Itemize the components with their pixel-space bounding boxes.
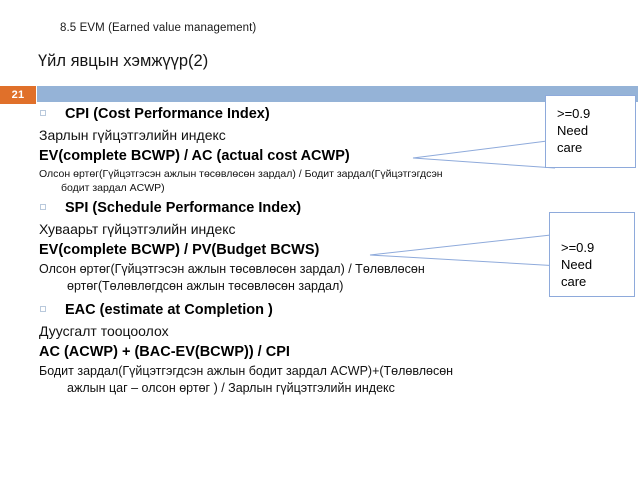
page-title: Үйл явцын хэмжүүр(2) <box>38 52 209 70</box>
note-line-1: Олсон өртөг(Гүйцэтгэсэн ажлын төсөвлөсөн… <box>39 168 443 180</box>
section-heading-label: CPI (Cost Performance Index) <box>65 106 270 122</box>
square-bullet-icon <box>40 306 46 312</box>
section-gloss-spi: Хуваарьт гүйцэтгэлийн индекс <box>39 221 236 237</box>
callout-line-2: Need <box>561 257 593 272</box>
section-note-spi: Олсон өртөг(Гүйцэтгэсэн ажлын төсөвлөсөн… <box>36 261 539 295</box>
callout-line-3: care <box>561 274 587 289</box>
callout-line-1: >=0.9 <box>557 106 591 121</box>
note-line-1: Бодит зардал(Гүйцэтгэгдсэн ажлын бодит з… <box>39 364 454 378</box>
section-note-eac: Бодит зардал(Гүйцэтгэгдсэн ажлын бодит з… <box>36 363 539 397</box>
callout-box-cpi-threshold: >=0.9 Need care <box>545 95 636 168</box>
note-line-1: Олсон өртөг(Гүйцэтгэсэн ажлын төсөвлөсөн… <box>39 262 425 276</box>
square-bullet-icon <box>40 204 46 210</box>
note-line-2: өртөг(Төлөвлөгдсөн ажлын төсөвлөсөн зард… <box>67 279 344 293</box>
slide-number-badge: 21 <box>0 86 36 104</box>
section-gloss-cpi: Зарлын гүйцэтгэлийн индекс <box>39 127 226 143</box>
section-formula-spi: EV(complete BCWP) / PV(Budget BCWS) <box>39 242 320 258</box>
slide-kicker: 8.5 EVM (Earned value management) <box>60 22 257 34</box>
section-formula-cpi: EV(complete BCWP) / AC (actual cost ACWP… <box>39 148 350 164</box>
callout-line-2: Need <box>557 123 589 138</box>
section-heading-eac: EAC (estimate at Completion ) <box>36 300 536 321</box>
content-body: CPI (Cost Performance Index) Зарлын гүйц… <box>36 104 536 397</box>
section-gloss-eac: Дуусгалт тооцоолох <box>39 323 169 339</box>
square-bullet-icon <box>40 110 46 116</box>
section-note-cpi: Олсон өртөг(Гүйцэтгэсэн ажлын төсөвлөсөн… <box>36 167 536 195</box>
header-banner <box>37 86 638 102</box>
section-heading-spi: SPI (Schedule Performance Index) <box>36 198 536 219</box>
note-line-2: ажлын цаг – олсон өртөг ) / Зарлын гүйцэ… <box>67 381 395 395</box>
callout-line-1: >=0.9 <box>561 240 595 255</box>
callout-box-spi-threshold: >=0.9 Need care <box>549 212 635 297</box>
section-heading-cpi: CPI (Cost Performance Index) <box>36 104 536 125</box>
callout-line-3: care <box>557 140 583 155</box>
section-heading-label: EAC (estimate at Completion ) <box>65 302 273 318</box>
note-line-2: бодит зардал ACWP) <box>61 182 165 194</box>
section-formula-eac: AC (ACWP) + (BAC-EV(BCWP)) / CPI <box>39 344 290 360</box>
section-heading-label: SPI (Schedule Performance Index) <box>65 200 302 216</box>
